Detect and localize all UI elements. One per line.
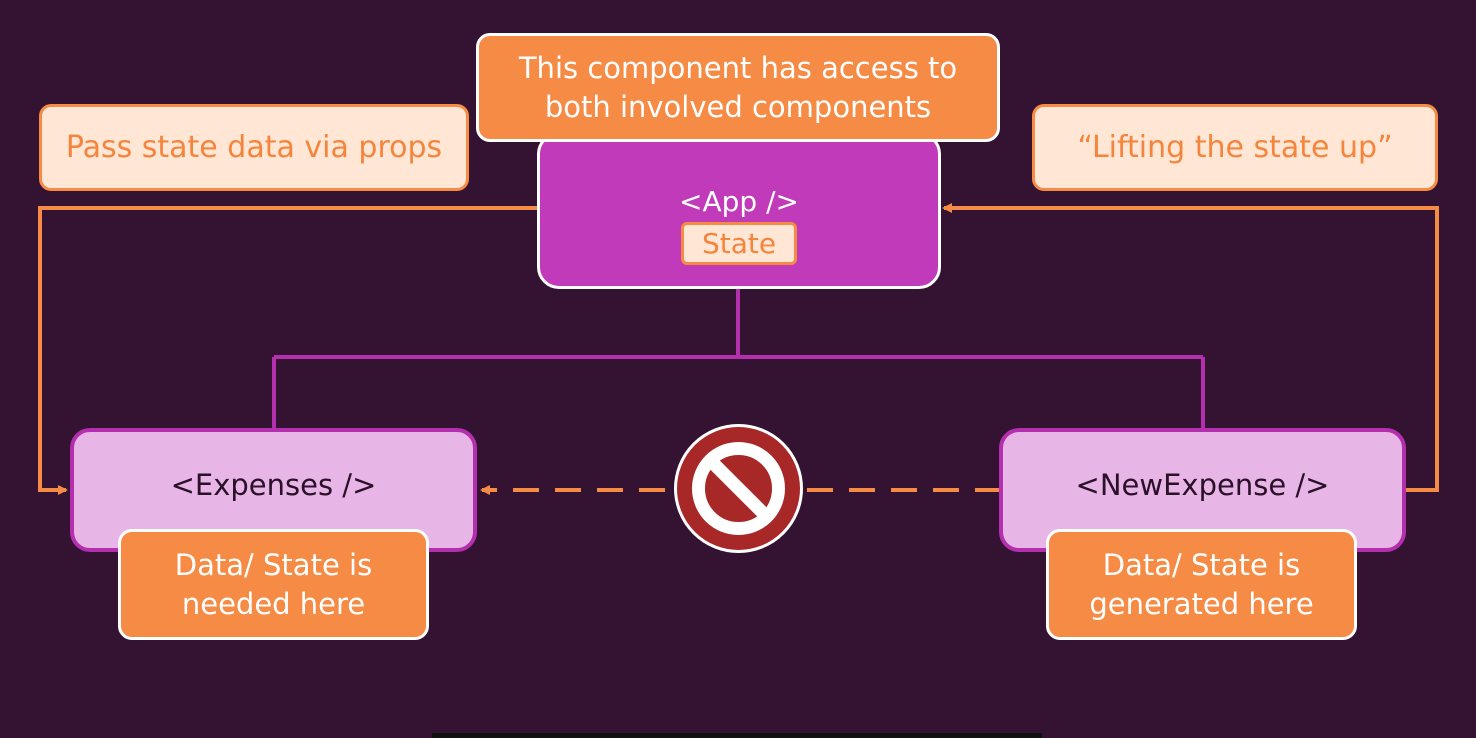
pass-props-note-text: Pass state data via props [65,130,443,165]
caption-bar [432,733,1042,738]
app-state-badge: State [680,221,798,265]
expenses-component-label: <Expenses /> [170,468,377,502]
tree-connector [272,288,1205,432]
access-note: This component has access to both involv… [476,33,1000,142]
state-generated-note-text: Data/ State is generated here [1089,548,1314,621]
app-component-box: <App /> State [537,132,941,289]
props-flow-arrow [38,206,537,495]
pass-props-note: Pass state data via props [39,104,469,191]
state-generated-note: Data/ State is generated here [1046,529,1357,640]
app-component-label: <App /> [679,184,799,218]
state-needed-note-text: Data/ State is needed here [174,548,373,621]
lift-state-arrow [942,203,1439,492]
prohibited-icon [674,424,803,553]
state-needed-note: Data/ State is needed here [118,529,429,640]
lifting-state-note: “Lifting the state up” [1032,104,1438,191]
new-expense-component-label: <NewExpense /> [1075,468,1330,502]
access-note-text: This component has access to both involv… [518,51,958,124]
lifting-state-note-text: “Lifting the state up” [1077,130,1393,165]
